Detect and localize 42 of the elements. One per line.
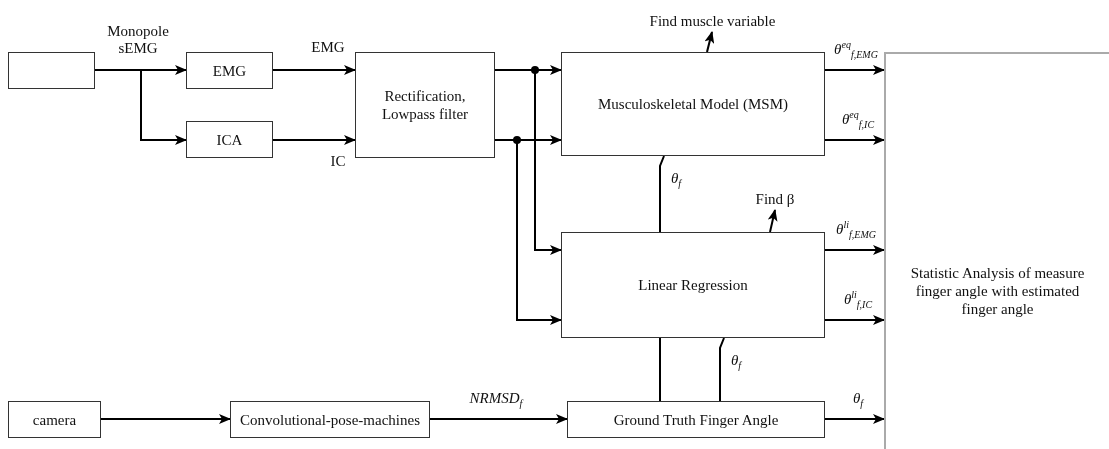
arrow — [272, 135, 356, 145]
arrow — [704, 31, 715, 53]
model-box — [561, 232, 825, 338]
process-box — [567, 401, 825, 438]
edge-label: θ$_{f}$ — [851, 390, 865, 410]
device-box — [8, 401, 101, 438]
arrow — [824, 315, 885, 325]
process-box — [186, 121, 273, 158]
arrow — [100, 414, 231, 424]
process-box — [355, 52, 495, 158]
output-label: Find muscle variable — [649, 12, 776, 30]
node-label: Rectification, Lowpass filter — [380, 87, 470, 123]
arrow — [824, 414, 885, 424]
connector-line — [659, 337, 661, 402]
node-label: ICA — [216, 130, 243, 149]
node-label: Linear Regression — [638, 276, 748, 294]
node-label: Convolutional-pose-machines — [240, 410, 420, 429]
node-label: camera — [32, 410, 77, 429]
arrow — [94, 69, 187, 145]
arrow — [767, 209, 778, 233]
output-label: Find β — [755, 190, 795, 208]
edge-label: θ$_{f}$ — [729, 352, 743, 372]
model-box — [561, 52, 825, 156]
edge-label: NRMSD$_{f}$ — [468, 390, 524, 410]
node-label: Statistic Analysis of measure finger angle with estimated finger angle — [909, 264, 1086, 318]
process-box — [230, 401, 430, 438]
arrow — [494, 69, 562, 255]
edge-label: θ$_{f}$ — [669, 170, 683, 190]
analysis-region — [884, 52, 1109, 449]
node-label: Ground Truth Finger Angle — [613, 410, 779, 429]
node-label: EMG — [212, 61, 247, 80]
connector-line — [719, 337, 725, 402]
arrow — [824, 65, 885, 75]
connector-line — [659, 155, 665, 233]
arrow — [429, 414, 568, 424]
process-box — [186, 52, 273, 89]
node-label: Musculoskeletal Model (MSM) — [598, 95, 788, 113]
arrow — [824, 245, 885, 255]
arrow — [494, 139, 562, 325]
arrow — [272, 65, 356, 75]
arrow — [824, 135, 885, 145]
device-box — [8, 52, 95, 89]
